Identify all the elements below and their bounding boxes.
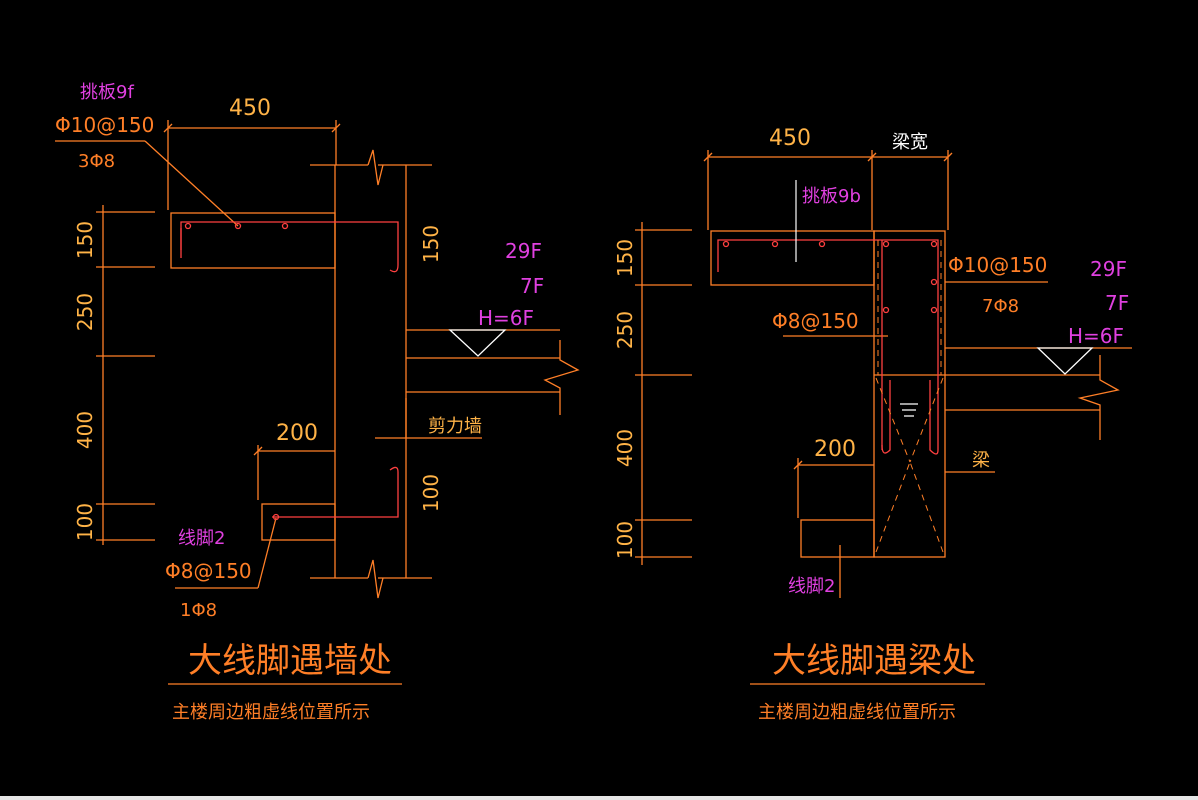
right-beam-bar2: 7Φ8 [982, 296, 1019, 317]
right-beam-label: 梁 [972, 450, 990, 471]
right-beam-bar3: Φ8@150 [772, 309, 859, 333]
left-dim-150: 150 [73, 221, 97, 259]
right-dim-400: 400 [613, 429, 637, 467]
right-dim-250: 250 [613, 311, 637, 349]
right-beam-bar1: Φ10@150 [948, 253, 1047, 277]
left-wall-dim-100: 100 [419, 474, 443, 512]
left-foot-tag: 线脚2 [178, 528, 225, 549]
right-slab-tag: 挑板9b [802, 186, 861, 207]
right-floor-29f: 29F [1090, 257, 1127, 281]
left-wall-label: 剪力墙 [428, 416, 482, 437]
right-foot-tag: 线脚2 [788, 576, 835, 597]
left-floor-7f: 7F [520, 274, 544, 298]
right-dim-beam-width: 梁宽 [892, 132, 928, 153]
right-dim-150: 150 [613, 239, 637, 277]
right-rebar [717, 239, 939, 455]
left-wall-dim-150: 150 [419, 225, 443, 263]
left-foot-bar1: Φ8@150 [165, 559, 252, 583]
bottom-scrollbar-strip[interactable] [0, 796, 1198, 800]
left-rebar [180, 221, 399, 521]
right-dim-200: 200 [814, 437, 856, 462]
right-dim-450: 450 [769, 126, 811, 151]
left-slab-bar1: Φ10@150 [55, 113, 154, 137]
left-dim-200: 200 [276, 421, 318, 446]
right-level: H=6F [1068, 324, 1124, 348]
left-texts: 450 200 150 250 400 100 150 100 挑板9f Φ10… [55, 82, 544, 723]
left-detail [55, 120, 580, 685]
right-title: 大线脚遇梁处 [772, 641, 976, 681]
left-floor-29f: 29F [505, 239, 542, 263]
right-texts: 450 梁宽 200 150 250 400 100 挑板9b Φ10@150 … [613, 126, 1129, 723]
left-slab-bar2: 3Φ8 [78, 151, 115, 172]
right-detail [635, 150, 1132, 685]
left-title: 大线脚遇墙处 [188, 641, 392, 681]
right-floor-7f: 7F [1105, 291, 1129, 315]
left-dim-250: 250 [73, 293, 97, 331]
left-level: H=6F [478, 306, 534, 330]
left-slab-tag: 挑板9f [80, 82, 134, 103]
right-subtitle: 主楼周边粗虚线位置所示 [758, 702, 956, 723]
right-stirrup-mark [900, 403, 918, 417]
left-dim-450: 450 [229, 96, 271, 121]
left-subtitle: 主楼周边粗虚线位置所示 [172, 702, 370, 723]
left-foot-bar2: 1Φ8 [180, 600, 217, 621]
left-dim-100: 100 [73, 503, 97, 541]
right-beam-hatch [875, 240, 944, 553]
left-dim-400: 400 [73, 411, 97, 449]
right-dim-100: 100 [613, 521, 637, 559]
